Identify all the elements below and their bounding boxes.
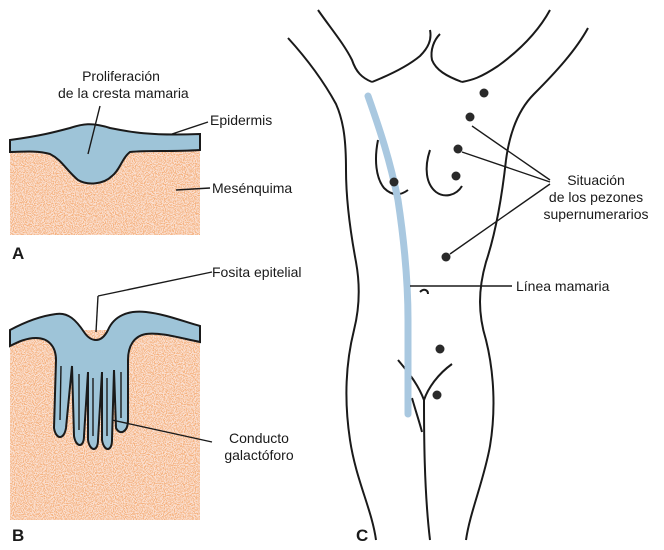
lactiferous-duct-label: Conducto galactóforo bbox=[214, 430, 304, 464]
duct-label-line2: galactóforo bbox=[214, 447, 304, 464]
epidermis-label: Epidermis bbox=[210, 112, 272, 129]
body-outline bbox=[288, 10, 588, 540]
location-label-line3: supernumerarios bbox=[534, 206, 658, 223]
proliferation-label-line2: de la cresta mamaria bbox=[58, 85, 184, 102]
panel-b-letter: B bbox=[12, 526, 24, 546]
panel-b-drawing bbox=[10, 312, 200, 520]
supernumerary-location-label: Situación de los pezones supernumerarios bbox=[534, 172, 658, 223]
panel-a-letter: A bbox=[12, 244, 24, 264]
proliferation-label-line1: Proliferación bbox=[58, 68, 184, 85]
mammary-line-label: Línea mamaria bbox=[516, 278, 609, 295]
epithelial-pit-label: Fosita epitelial bbox=[212, 264, 302, 281]
panel-a-drawing bbox=[10, 124, 200, 235]
location-label-line2: de los pezones bbox=[534, 189, 658, 206]
panel-c-leaders bbox=[410, 126, 550, 286]
mesenchyme-label: Mesénquima bbox=[212, 180, 292, 197]
panel-c-letter: C bbox=[356, 526, 368, 546]
duct-label-line1: Conducto bbox=[214, 430, 304, 447]
location-label-line1: Situación bbox=[534, 172, 658, 189]
proliferation-label: Proliferación de la cresta mamaria bbox=[58, 68, 184, 102]
